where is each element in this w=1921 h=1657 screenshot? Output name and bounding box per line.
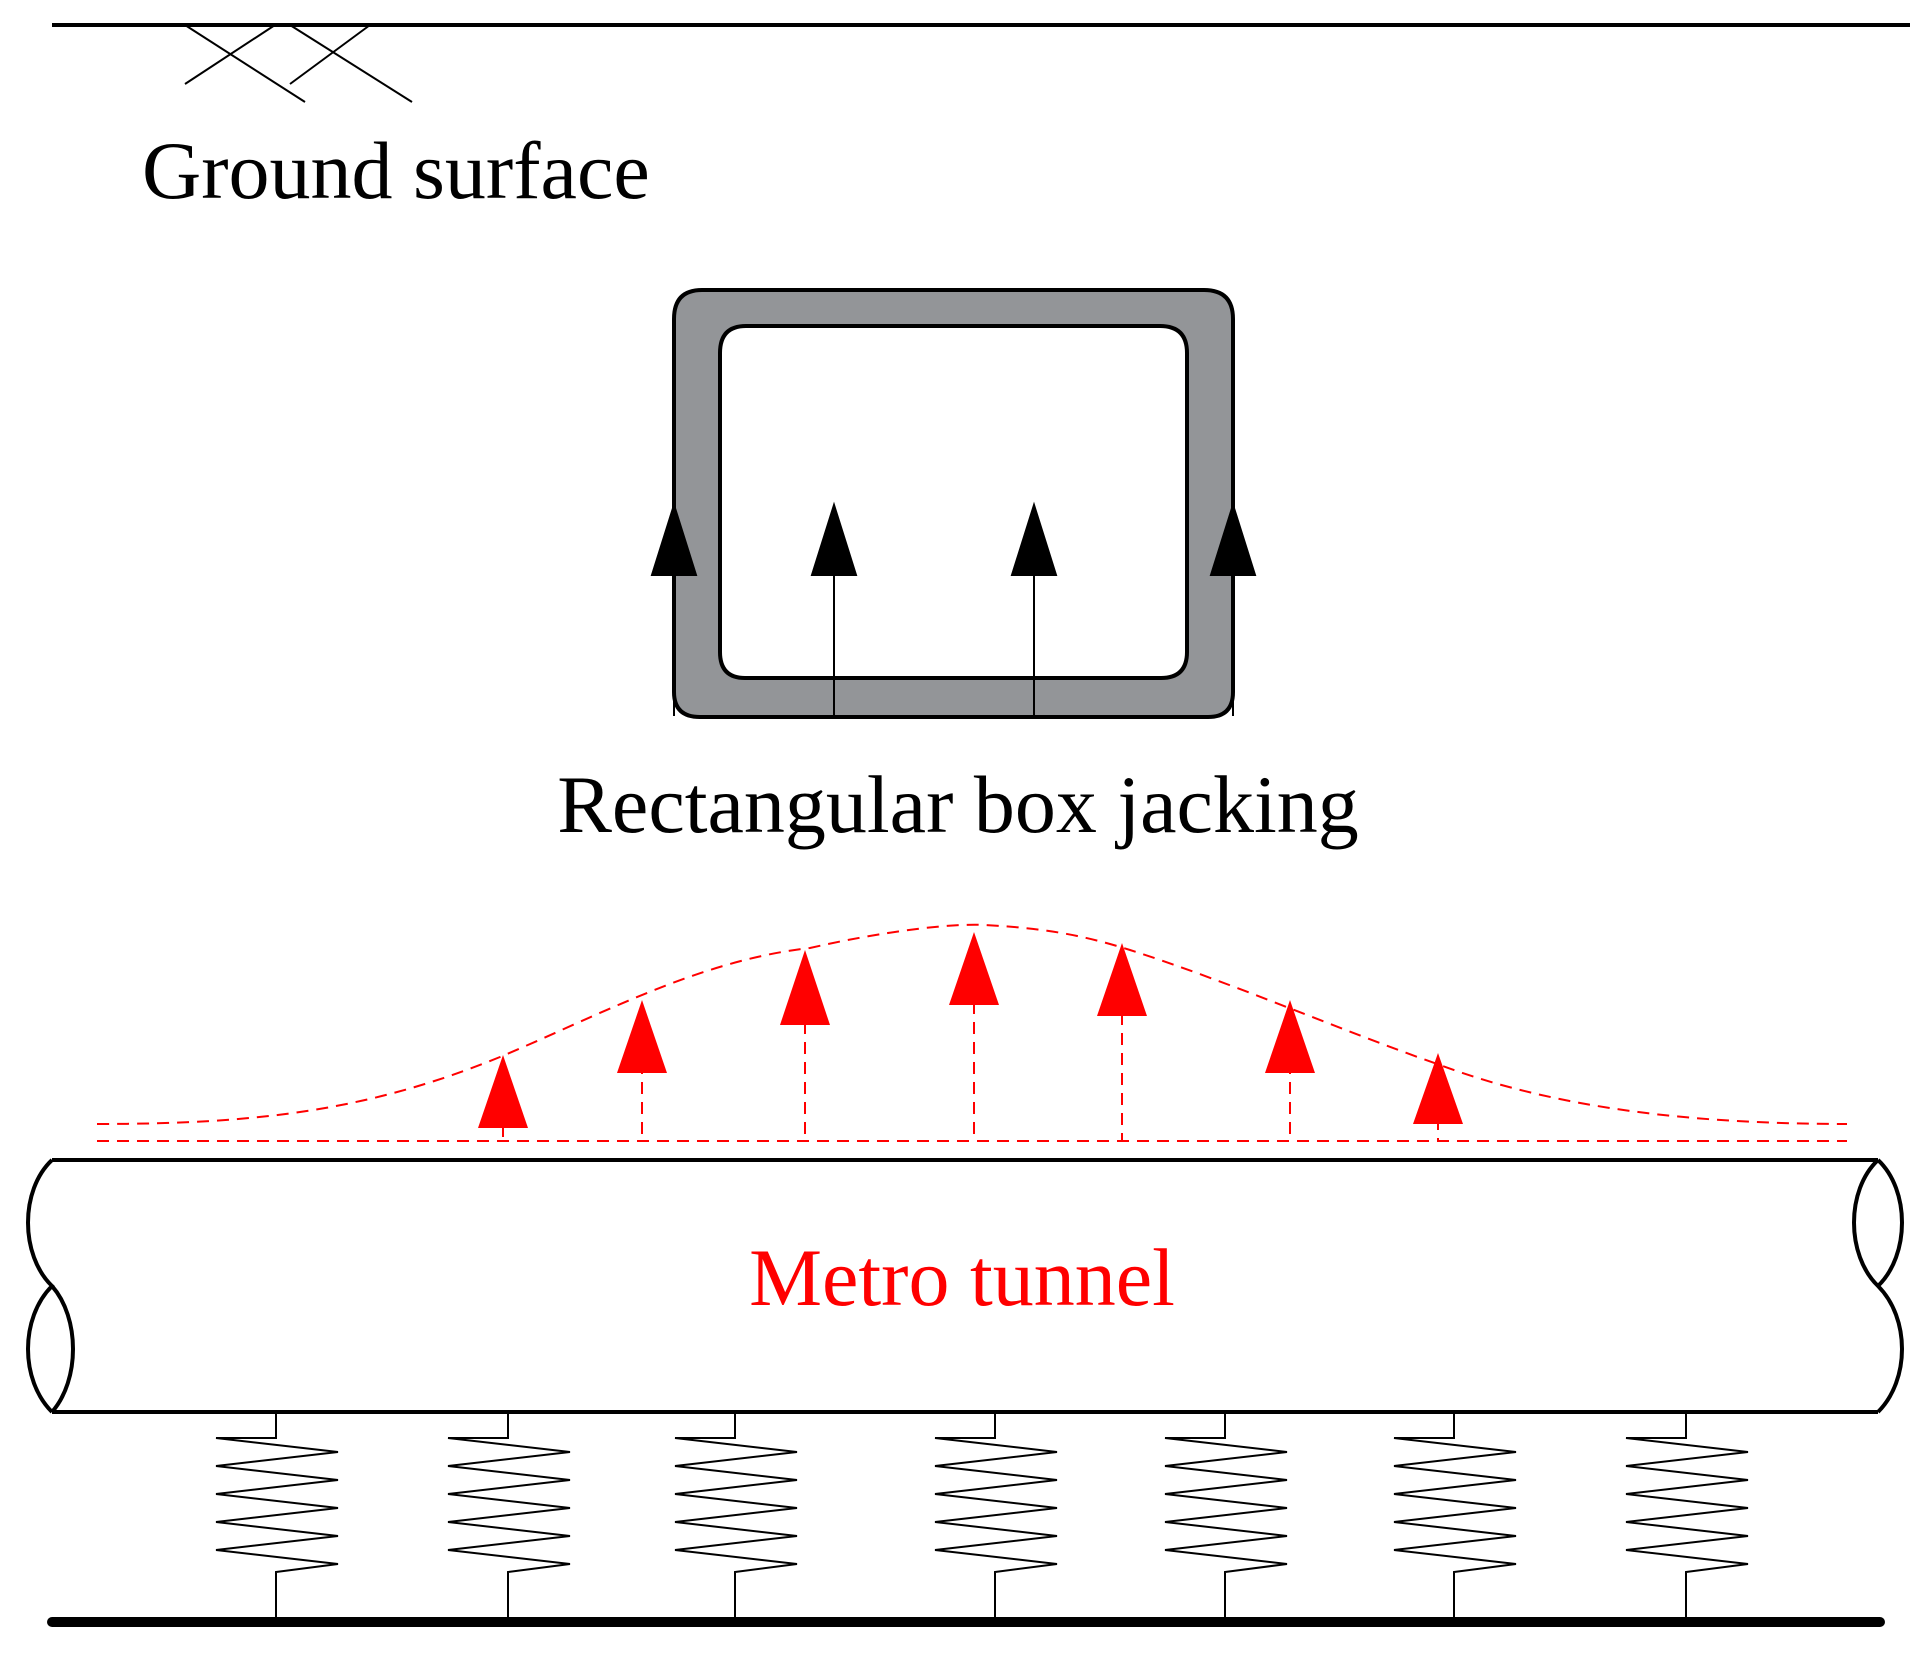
uplift-arrows xyxy=(478,932,1463,1128)
uplift-profile-curve xyxy=(96,923,1848,1125)
uplift-arrow-5 xyxy=(1097,943,1147,1016)
box-arrow-inner-right xyxy=(1010,501,1058,576)
spring-5 xyxy=(1164,1412,1288,1620)
box-uplift-arrows xyxy=(650,501,1257,716)
foundation-springs xyxy=(215,1412,1749,1620)
uplift-arrow-1 xyxy=(478,1055,528,1128)
spring-7 xyxy=(1625,1412,1749,1620)
spring-2 xyxy=(447,1412,571,1620)
uplift-arrow-6 xyxy=(1265,1000,1315,1073)
tunnel-left-break xyxy=(26,1158,55,1414)
ground-hatch-icon xyxy=(184,24,413,103)
uplift-arrow-2 xyxy=(617,1000,667,1073)
rectangular-box: Rectangular box jacking xyxy=(557,288,1359,850)
box-jacking-label: Rectangular box jacking xyxy=(557,759,1359,850)
box-arrow-inner-left xyxy=(810,501,858,576)
box-arrow-right xyxy=(1209,501,1257,576)
spring-3 xyxy=(674,1412,798,1620)
box-wall xyxy=(672,288,1235,719)
box-arrow-left xyxy=(650,501,698,576)
spring-4 xyxy=(934,1412,1058,1620)
metro-tunnel: Metro tunnel xyxy=(26,1158,1904,1414)
uplift-profile xyxy=(96,923,1848,1142)
ground-surface-label: Ground surface xyxy=(142,125,650,216)
spring-6 xyxy=(1393,1412,1517,1620)
metro-tunnel-label: Metro tunnel xyxy=(749,1232,1175,1323)
uplift-arrow-3 xyxy=(780,950,830,1025)
tunnel-left-break-lobe xyxy=(50,1284,75,1414)
uplift-arrow-7 xyxy=(1413,1053,1463,1124)
ground-surface: Ground surface xyxy=(52,23,1910,216)
tunnel-right-break-lobe xyxy=(1876,1158,1904,1288)
uplift-arrow-4 xyxy=(949,932,999,1005)
spring-1 xyxy=(215,1412,339,1620)
